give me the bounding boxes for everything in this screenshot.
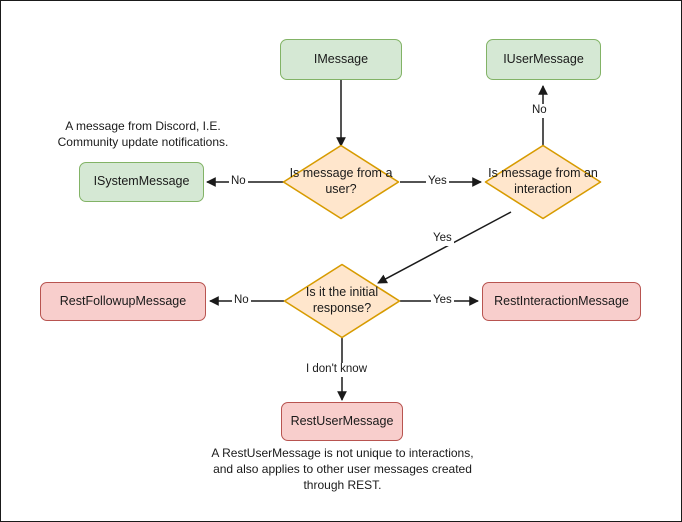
node-q-from-user[interactable]: Is message from a user?	[282, 144, 400, 220]
diamond-shape	[484, 144, 602, 220]
node-isystemmessage[interactable]: ISystemMessage	[79, 162, 204, 202]
edge-label-yes-q-from-interaction: Yes	[426, 175, 449, 189]
node-isystemmessage-label: ISystemMessage	[93, 174, 190, 189]
node-imessage[interactable]: IMessage	[280, 39, 402, 80]
edge-label-no-iusermessage: No	[530, 104, 549, 118]
node-restfollowupmessage[interactable]: RestFollowupMessage	[40, 282, 206, 321]
node-iusermessage[interactable]: IUserMessage	[486, 39, 601, 80]
node-q-from-interaction[interactable]: Is message from an interaction	[484, 144, 602, 220]
edge-label-i-dont-know-restusermessage: I don't know	[304, 363, 370, 377]
node-restusermessage-label: RestUserMessage	[290, 413, 394, 428]
edge-label-no-isystemmessage: No	[229, 175, 248, 189]
node-iusermessage-label: IUserMessage	[503, 51, 584, 66]
note-isystemmessage: A message from Discord, I.E. Community u…	[57, 119, 229, 150]
node-imessage-label: IMessage	[313, 51, 369, 66]
edge-label-yes-restinteractionmessage: Yes	[431, 294, 454, 308]
node-restinteractionmessage[interactable]: RestInteractionMessage	[482, 282, 641, 321]
diamond-shape	[282, 144, 400, 220]
diamond-shape	[283, 263, 401, 339]
note-restusermessage: A RestUserMessage is not unique to inter…	[211, 446, 474, 493]
edge-label-no-restfollowupmessage: No	[232, 294, 251, 308]
node-restusermessage[interactable]: RestUserMessage	[281, 402, 403, 441]
node-restinteractionmessage-label: RestInteractionMessage	[494, 293, 629, 308]
node-restfollowupmessage-label: RestFollowupMessage	[59, 293, 187, 308]
edge-label-yes-q-initial-response: Yes	[431, 232, 454, 246]
node-q-initial-response[interactable]: Is it the initial response?	[283, 263, 401, 339]
